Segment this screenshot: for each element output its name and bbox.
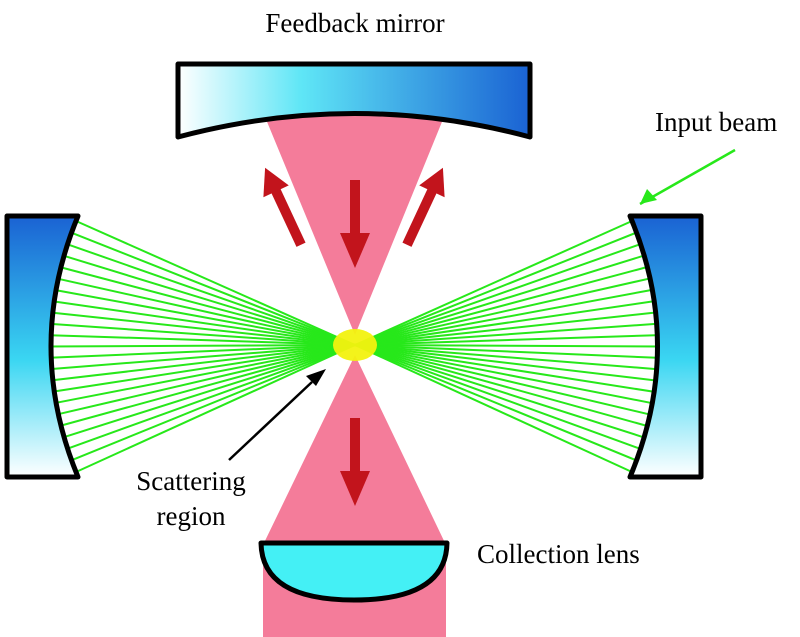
probe-ray-left xyxy=(54,277,356,346)
collection-lens-label: Collection lens xyxy=(477,539,640,569)
probe-ray-right xyxy=(354,344,638,462)
probe-ray-left xyxy=(46,344,356,359)
input-beam-line xyxy=(639,148,736,206)
probe-ray-right xyxy=(354,344,655,405)
probe-ray-right xyxy=(354,334,660,346)
probe-ray-right xyxy=(354,344,660,359)
feedback-mirror-icon xyxy=(175,61,533,140)
probe-ray-left xyxy=(54,344,356,416)
probe-ray-left xyxy=(70,231,356,346)
direction-arrows xyxy=(263,167,445,506)
probe-ray-right xyxy=(354,299,657,346)
probe-ray-right xyxy=(354,344,657,394)
probe-ray-right xyxy=(354,344,660,371)
probe-ray-right xyxy=(354,277,652,346)
probe-beam-rays xyxy=(45,220,661,473)
feedback-mirror-label: Feedback mirror xyxy=(265,8,444,38)
probe-ray-right xyxy=(354,254,646,346)
right-mirror-icon xyxy=(627,213,704,480)
probe-ray-left xyxy=(75,344,356,473)
probe-ray-left xyxy=(65,242,356,346)
probe-ray-left xyxy=(57,265,356,346)
probe-ray-left xyxy=(49,299,356,346)
probe-ray-right xyxy=(354,344,659,382)
probe-ray-left xyxy=(46,322,356,346)
probe-ray-right xyxy=(354,322,660,346)
probe-ray-right xyxy=(354,344,642,451)
probe-ray-left xyxy=(52,288,356,346)
probe-ray-left xyxy=(70,344,356,462)
probe-ray-right xyxy=(354,344,661,348)
probe-ray-left xyxy=(48,344,356,382)
scattering-region-label-line2: region xyxy=(157,501,226,531)
probe-ray-left xyxy=(48,311,356,346)
probe-ray-right xyxy=(354,344,652,416)
probe-ray-left xyxy=(65,344,356,451)
input-beam-label: Input beam xyxy=(655,107,777,137)
probe-ray-left xyxy=(57,344,356,428)
probe-ray-right xyxy=(354,220,633,346)
probe-ray-left xyxy=(49,344,356,394)
probe-ray-right xyxy=(354,344,649,428)
arrow-up-left xyxy=(263,167,306,247)
scattering-region-label-line1: Scattering xyxy=(136,466,245,496)
probe-ray-left xyxy=(61,344,356,439)
probe-ray-right xyxy=(354,288,655,346)
scattering-pointer-arrow xyxy=(228,369,326,461)
probe-ray-right xyxy=(354,265,649,346)
probe-ray-right xyxy=(354,311,659,346)
probe-ray-right xyxy=(354,231,638,346)
probe-ray-right xyxy=(354,344,646,439)
left-mirror-icon xyxy=(4,213,81,480)
input-beam-arrowhead xyxy=(640,189,657,204)
collection-lens-icon xyxy=(258,540,450,603)
arrow-up-right xyxy=(402,167,445,247)
probe-ray-left xyxy=(45,344,356,348)
probe-ray-left xyxy=(46,334,356,346)
arrow-down-lower xyxy=(340,418,370,506)
probe-ray-left xyxy=(52,344,356,405)
probe-ray-left xyxy=(46,344,356,371)
probe-ray-left xyxy=(75,220,356,346)
arrow-down-upper xyxy=(340,180,370,268)
probe-ray-right xyxy=(354,344,633,473)
probe-ray-left xyxy=(61,254,356,346)
input-beam xyxy=(639,148,736,206)
probe-ray-right xyxy=(354,242,642,346)
scattering-spot-icon xyxy=(333,329,377,361)
